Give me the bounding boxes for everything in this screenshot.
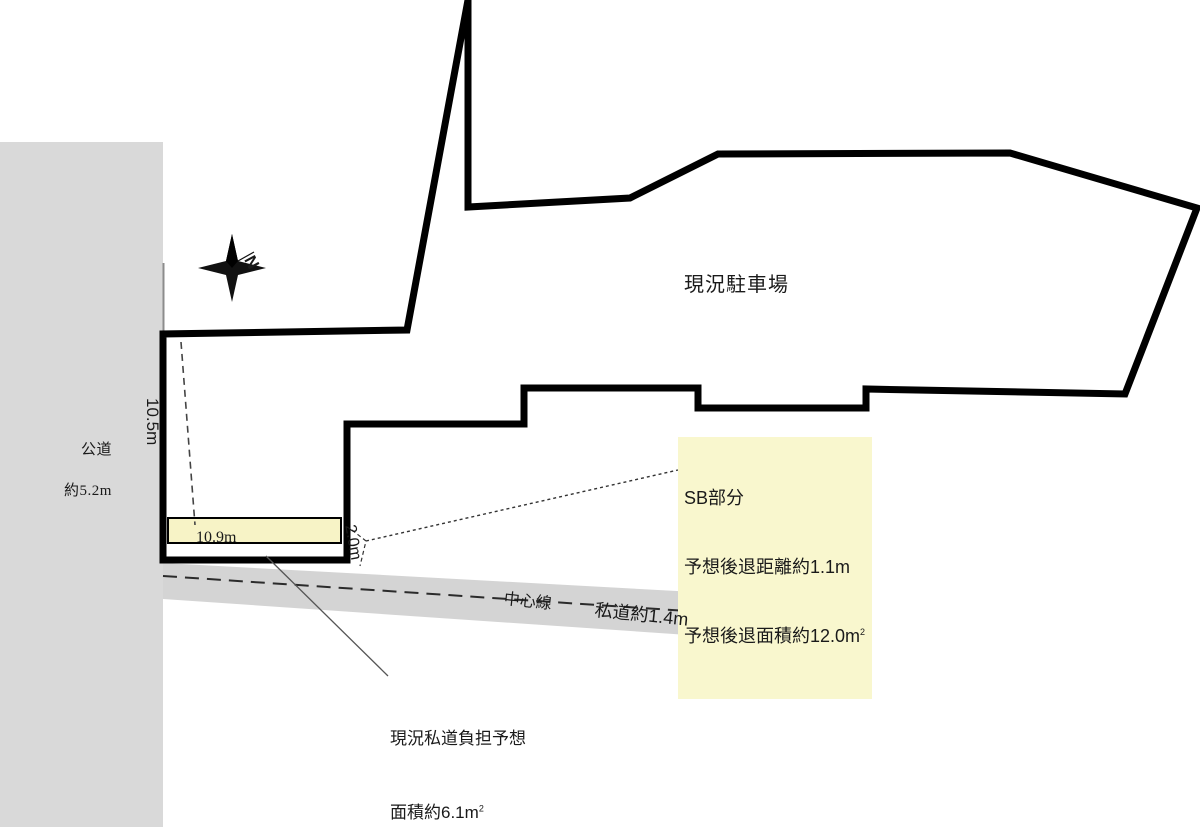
north-compass-icon <box>198 234 266 302</box>
setback-strip <box>168 518 341 543</box>
setback-area-unit-exponent: 2 <box>860 627 866 638</box>
setback-callout-line2: 予想後退距離約1.1m <box>684 557 851 578</box>
setback-area-unit: m <box>845 626 861 647</box>
setback-area-text: 予想後退面積約12.0 <box>684 626 846 647</box>
setback-callout-leader <box>365 469 679 542</box>
site-depth-label: 10.5m <box>143 398 162 446</box>
public-road-label: 公道 約5.2m <box>40 420 136 542</box>
setback-depth-tick <box>351 529 367 567</box>
setback-strip-border <box>167 517 342 544</box>
frontage-width-label: 10.9m <box>196 529 237 546</box>
road-burden-callout-leader <box>265 555 389 677</box>
parcel-boundary <box>159 0 1200 564</box>
depth-dimension-line <box>180 341 196 526</box>
private-road-center-line <box>162 575 733 615</box>
road-burden-area-unit-exponent: 2 <box>478 803 484 814</box>
road-burden-callout: 現況私道負担予想 面積約6.1m2 <box>390 678 526 827</box>
road-burden-line2: 面積約6.1m2 <box>390 801 526 826</box>
public-road-area <box>0 142 163 827</box>
road-burden-area-unit: m <box>464 803 479 823</box>
public-road-label-line2: 約5.2m <box>64 482 112 499</box>
setback-callout-line1: SB部分 <box>684 488 745 509</box>
public-road-label-line1: 公道 <box>80 442 112 459</box>
private-road-band <box>163 563 732 638</box>
road-burden-area-text: 面積約6.1 <box>390 803 465 823</box>
road-burden-line1: 現況私道負担予想 <box>390 729 526 749</box>
parking-lot-label: 現況駐車場 <box>684 274 789 296</box>
setback-callout: SB部分 予想後退距離約1.1m 予想後退面積約12.0m2 <box>678 437 873 700</box>
setback-callout-line3: 予想後退面積約12.0m2 <box>684 625 865 648</box>
